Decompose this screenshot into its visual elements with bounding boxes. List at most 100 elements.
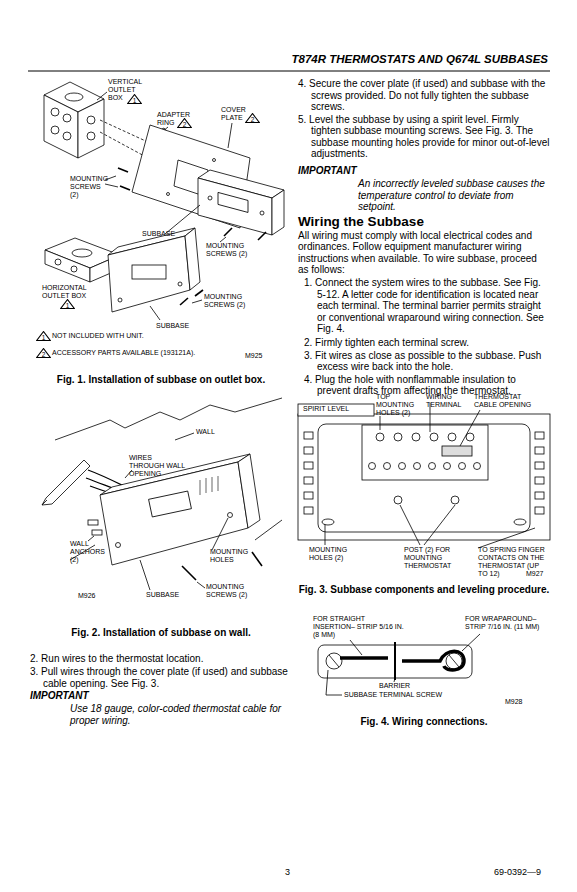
part-label: WALL ANCHORS (2) xyxy=(70,540,110,564)
instruction-step: 4. Secure the cover plate (if used) and … xyxy=(298,78,550,113)
callout-number: 2 xyxy=(177,118,192,128)
part-label: SUBBASE xyxy=(156,322,189,330)
vertical-outlet-box xyxy=(44,82,104,158)
part-label: ACCESSORY PARTS AVAILABLE (193121A). xyxy=(52,349,252,357)
part-label: NOT INCLUDED WITH UNIT. xyxy=(52,332,252,340)
part-label: MOUNTING SCREWS (2) xyxy=(206,242,256,258)
part-label: MOUNTING SCREWS (2) xyxy=(70,175,106,199)
page-footer: 3 xyxy=(285,867,290,877)
subbase xyxy=(108,228,200,312)
callout-number: 1 xyxy=(60,299,75,309)
part-label: MOUNTING HOLES xyxy=(210,548,250,564)
part-label: M925 xyxy=(245,352,263,360)
section-heading: Wiring the Subbase xyxy=(298,214,548,229)
part-label: MOUNTING HOLES (2) xyxy=(309,546,357,562)
part-label: SUBBASE xyxy=(146,591,179,599)
subbase-front-view xyxy=(298,414,550,540)
figure-caption: Fig. 3. Subbase components and leveling … xyxy=(298,584,550,596)
leader-line xyxy=(326,670,342,695)
instruction-step: 5. Level the subbase by using a spirit l… xyxy=(298,114,550,160)
subbase xyxy=(100,454,260,565)
important-note: Use 18 gauge, color-coded thermostat cab… xyxy=(70,703,285,726)
callout-number: 2 xyxy=(36,348,51,358)
page-footer: 69-0392—9 xyxy=(494,867,541,877)
part-label: SUBBASE TERMINAL SCREW xyxy=(344,691,464,699)
part-label: ADAPTER RING xyxy=(157,111,193,127)
mounting-screws xyxy=(224,228,266,240)
terminal-block xyxy=(318,642,472,680)
callout-number: 1 xyxy=(36,331,51,341)
subbase xyxy=(198,170,284,235)
part-label: M928 xyxy=(505,698,523,706)
part-label: BARRIER xyxy=(379,682,410,690)
terminal-screws xyxy=(304,432,544,525)
part-label: WIRING TERMINAL xyxy=(426,393,468,409)
part-label: WALL xyxy=(196,428,215,436)
part-label: VERTICAL OUTLET BOX xyxy=(108,78,152,102)
leader-line xyxy=(380,416,381,430)
part-label: COVER PLATE xyxy=(221,106,251,122)
leader-line xyxy=(400,505,420,545)
wall-anchors xyxy=(88,520,102,535)
leader-line xyxy=(478,528,535,548)
figure-caption: Fig. 4. Wiring connections. xyxy=(298,716,550,728)
leader-line xyxy=(140,560,150,590)
instruction-step: 1. Connect the system wires to the subba… xyxy=(304,277,550,335)
important-heading: IMPORTANT xyxy=(298,165,398,177)
part-label: MOUNTING SCREWS (2) xyxy=(206,583,256,599)
leader-line xyxy=(424,505,455,545)
figure-caption: Fig. 1. Installation of subbase on outle… xyxy=(30,374,292,386)
leader-line xyxy=(220,237,226,242)
callout-triangle: 1 xyxy=(60,299,75,309)
leader-line xyxy=(105,184,118,187)
callout-triangle: 2 xyxy=(245,113,260,123)
part-label: SPIRIT LEVEL xyxy=(302,405,350,413)
callout-triangle: 1 xyxy=(127,94,142,104)
leader-line xyxy=(325,524,326,545)
important-note: An incorrectly leveled subbase causes th… xyxy=(358,178,548,213)
leader-line xyxy=(105,176,116,180)
instruction-step: 3. Fit wires as close as possible to the… xyxy=(304,350,550,373)
part-label: FOR STRAIGHT INSERTION– STRIP 5/16 IN. (… xyxy=(313,615,405,639)
leader-line xyxy=(150,306,160,320)
part-label: TOP MOUNTING HOLES (2) xyxy=(376,393,422,417)
mounting-screws xyxy=(118,168,130,190)
callout-number: 1 xyxy=(127,94,142,104)
important-heading: IMPORTANT xyxy=(30,690,130,702)
leader-line xyxy=(460,410,480,446)
figure-caption: Fig. 2. Installation of subbase on wall. xyxy=(30,627,292,639)
part-label: M927 xyxy=(526,570,544,578)
part-label: WIRES THROUGH WALL OPENING xyxy=(129,454,189,478)
instruction-step: 2. Firmly tighten each terminal screw. xyxy=(304,337,550,349)
leader-line xyxy=(175,433,194,440)
callout-triangle: 2 xyxy=(36,348,51,358)
leader-line xyxy=(394,678,395,682)
page-header: T874R THERMOSTATS AND Q674L SUBBASES xyxy=(292,53,548,66)
part-label: MOUNTING SCREWS (2) xyxy=(204,293,254,309)
leader-line xyxy=(462,634,480,651)
mounting-screws xyxy=(180,290,203,305)
leader-line xyxy=(97,92,107,100)
leader-line xyxy=(192,300,202,303)
part-label: SUBBASE xyxy=(142,230,175,238)
spirit-level xyxy=(298,404,374,416)
part-label: HORIZONTAL OUTLET BOX xyxy=(42,284,94,300)
part-label: M926 xyxy=(78,592,96,600)
body-text: All wiring must comply with local electr… xyxy=(298,230,550,276)
leader-line xyxy=(212,518,228,550)
part-label: FOR WRAPAROUND– STRIP 7/16 IN. (11 MM) xyxy=(465,615,549,631)
instruction-step: 2. Run wires to the thermostat location. xyxy=(30,653,292,665)
leader-line xyxy=(88,536,94,541)
header-rule xyxy=(28,71,550,72)
callout-number: 2 xyxy=(245,113,260,123)
part-label: POST (2) FOR MOUNTING THERMOSTAT xyxy=(404,546,470,570)
leader-line xyxy=(350,640,362,655)
callout-triangle: 1 xyxy=(36,331,51,341)
wall-outline xyxy=(55,398,282,440)
leader-line xyxy=(197,582,205,588)
pencil xyxy=(42,460,90,505)
leader-line xyxy=(228,123,232,148)
callout-triangle: 2 xyxy=(177,118,192,128)
instruction-step: 3. Pull wires through the cover plate (i… xyxy=(30,666,292,689)
part-label: THERMOSTAT CABLE OPENING xyxy=(474,393,540,409)
